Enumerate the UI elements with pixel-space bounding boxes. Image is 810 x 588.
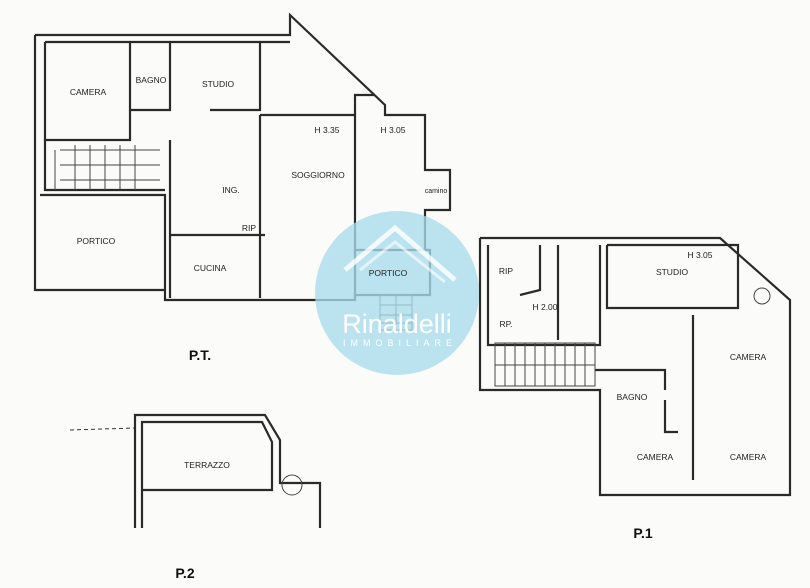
height-label: H 3.05 bbox=[380, 125, 405, 135]
height-label: H 3.35 bbox=[314, 125, 339, 135]
room-label: CAMERA bbox=[730, 352, 767, 362]
floor-title-first: P.1 bbox=[633, 525, 652, 541]
room-label: PORTICO bbox=[77, 236, 116, 246]
room-label: RIP bbox=[499, 266, 514, 276]
room-label: SOGGIORNO bbox=[291, 170, 345, 180]
room-label: PORTICO bbox=[369, 268, 408, 278]
room-label: STUDIO bbox=[202, 79, 235, 89]
room-label: CAMERA bbox=[637, 452, 674, 462]
stairs-first bbox=[494, 287, 771, 387]
room-label: RP. bbox=[499, 319, 512, 329]
room-label: camino bbox=[425, 188, 448, 195]
watermark-brand: Rinaldelli bbox=[342, 309, 452, 339]
floor-title-second: P.2 bbox=[175, 565, 194, 581]
room-label: TERRAZZO bbox=[184, 460, 230, 470]
room-label: CAMERA bbox=[730, 452, 767, 462]
floor-title-ground: P.T. bbox=[189, 347, 211, 363]
height-label: H 2.00 bbox=[532, 302, 557, 312]
watermark-logo: Rinaldelli IMMOBILIARE bbox=[315, 211, 479, 375]
first-floor-walls bbox=[478, 236, 792, 497]
room-label: ING. bbox=[222, 185, 239, 195]
height-label: H 3.05 bbox=[687, 250, 712, 260]
room-label: RIP bbox=[242, 223, 257, 233]
room-label: STUDIO bbox=[656, 267, 689, 277]
room-label: BAGNO bbox=[136, 75, 167, 85]
watermark-subtitle: IMMOBILIARE bbox=[343, 338, 457, 348]
room-label: CUCINA bbox=[194, 263, 227, 273]
second-floor-walls bbox=[69, 413, 322, 528]
room-label: CAMERA bbox=[70, 87, 107, 97]
room-label: BAGNO bbox=[617, 392, 648, 402]
